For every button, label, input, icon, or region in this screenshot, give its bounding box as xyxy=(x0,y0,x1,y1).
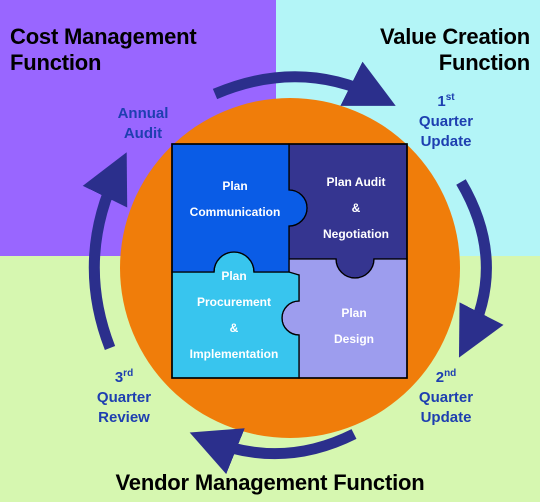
puzzle xyxy=(171,143,408,379)
value-function-heading: Value Creation Function xyxy=(379,24,530,75)
annual-audit-label: Annual Audit xyxy=(117,105,169,142)
arrow-q2-to-q3 xyxy=(189,428,357,475)
plan-communication-label: Plan Communication xyxy=(189,179,281,219)
vendor-function-heading: Vendor Management Function xyxy=(115,470,425,495)
q3-review-label: 3rd Quarter Review xyxy=(96,368,152,427)
arrow-q3-to-annual xyxy=(82,152,128,350)
plan-audit-label: Plan Audit & Negotiation xyxy=(323,175,389,241)
plan-design-label: Plan Design xyxy=(333,306,374,346)
plan-procurement-label: Plan Procurement & Implementation xyxy=(189,269,279,361)
arrow-annual-to-q1 xyxy=(212,61,396,106)
q1-update-label: 1st Quarter Update xyxy=(418,92,474,151)
q2-update-label: 2nd Quarter Update xyxy=(418,368,474,427)
cost-function-heading: Cost Management Function xyxy=(10,24,197,75)
puzzle-piece-communication xyxy=(171,143,308,273)
arrow-q1-to-q2 xyxy=(456,179,504,358)
